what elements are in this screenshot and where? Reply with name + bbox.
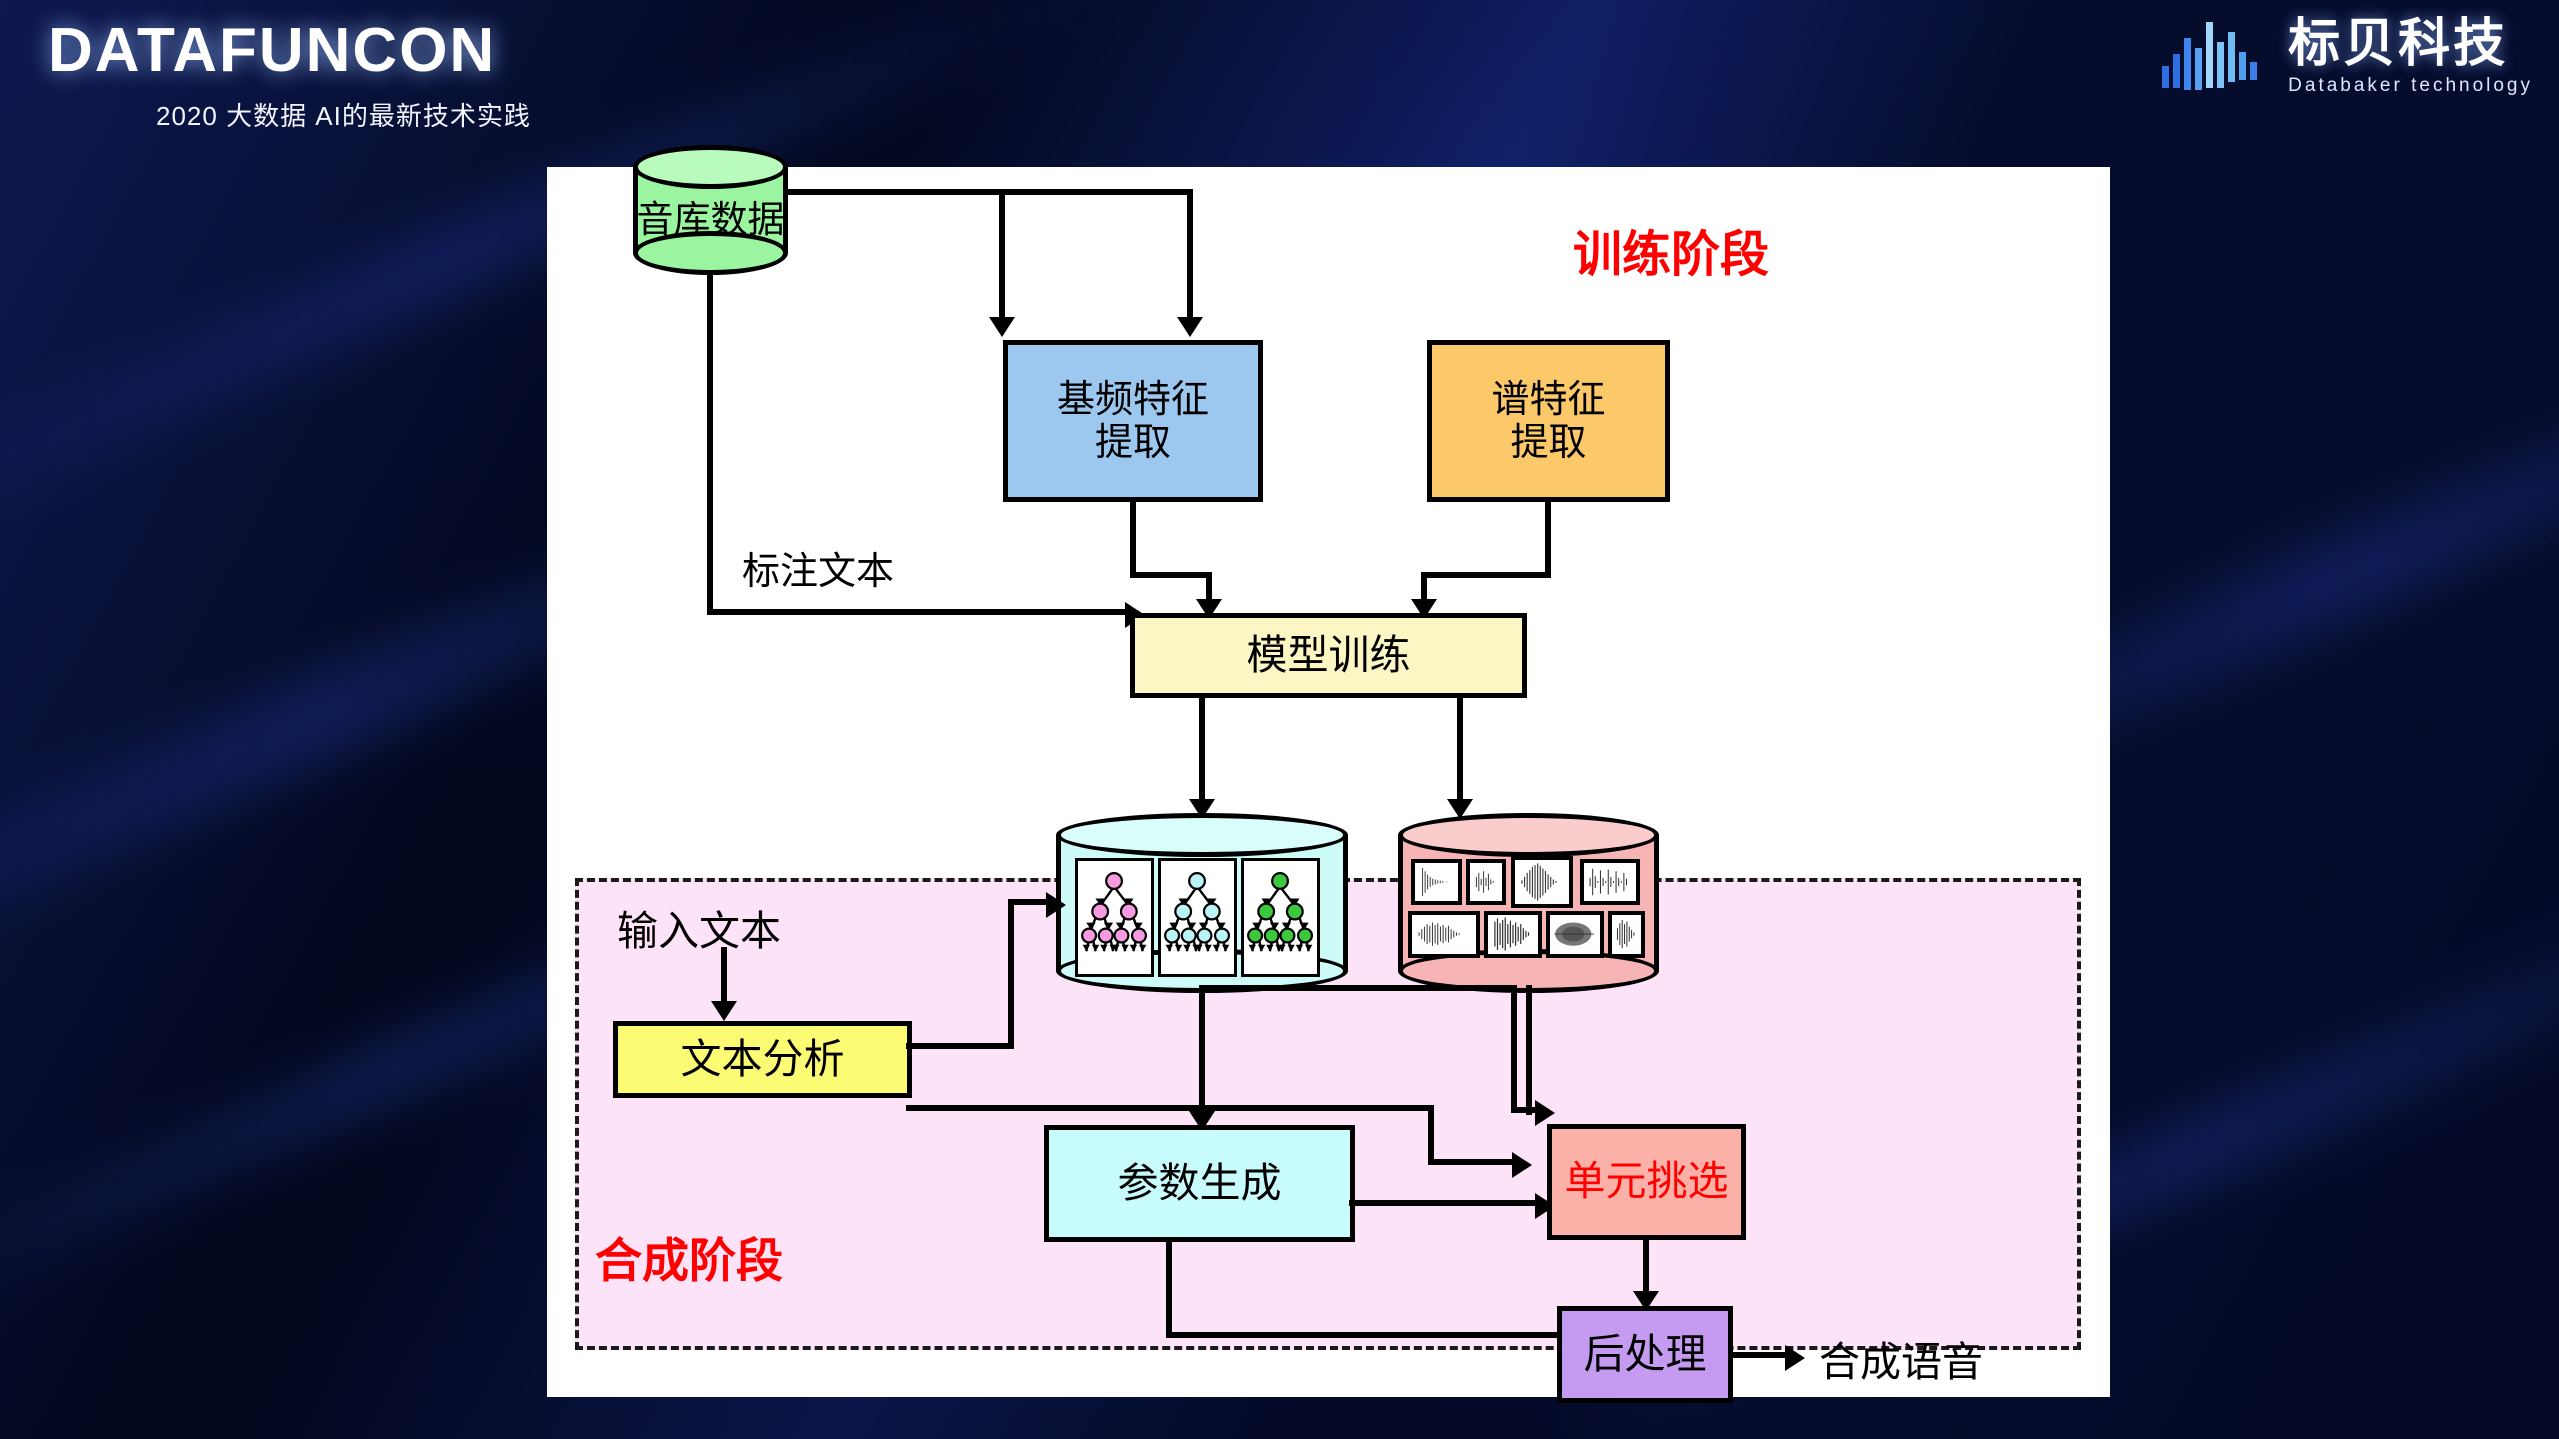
conference-title: DATAFUNCON — [48, 16, 497, 85]
post-processing-box: 后处理 — [1557, 1306, 1733, 1403]
edge-labeledtext-to-train — [707, 609, 1131, 615]
audio-waveform-icon — [2162, 22, 2258, 90]
edge-f0-into-train — [1206, 572, 1212, 605]
edge-spec-left — [1421, 572, 1551, 578]
brand-name-cn: 标贝科技 — [2288, 15, 2509, 73]
spec-label-line2: 提取 — [1510, 420, 1587, 464]
f0-feature-extraction-box: 基频特征 提取 — [1003, 340, 1263, 502]
parameter-generation-box: 参数生成 — [1044, 1125, 1355, 1242]
edge-treedb-down-unitsel — [1511, 985, 1517, 1113]
arrowhead-wavedb — [1447, 799, 1473, 819]
edge-treedb-to-paramgen — [1199, 985, 1205, 1117]
text-analysis-box: 文本分析 — [613, 1021, 912, 1098]
brand-text: 标贝科技 Databaker technology — [2288, 18, 2533, 97]
waveform-thumbnail — [1408, 911, 1480, 958]
diagram-canvas: 训练阶段 音库数据 标注文本 基频特征 提取 谱特征 提取 — [547, 145, 2110, 1403]
edge-textanalysis-to-treedb — [1008, 899, 1050, 905]
audio-database-label: 音库数据 — [636, 198, 785, 241]
edge-f0-down — [1130, 502, 1136, 578]
model-training-box: 模型训练 — [1130, 613, 1527, 698]
decision-tree-pink — [1081, 872, 1148, 952]
brand-name-en: Databaker technology — [2288, 75, 2533, 96]
decision-tree-pink-panel — [1075, 858, 1154, 977]
edge-treedb-to-unitsel — [1511, 1107, 1539, 1113]
edge-inputtext-down — [721, 947, 727, 1007]
arrowhead-treedb-left — [1046, 892, 1066, 918]
edge-audiodb-to-extract — [785, 189, 1193, 195]
edge-paramgen-to-unitsel — [1349, 1200, 1539, 1206]
edge-f0-right — [1130, 572, 1212, 578]
arrowhead-to-spec — [1177, 317, 1203, 337]
edge-treedb-right — [1199, 985, 1517, 991]
edge-paramgen-down — [1166, 1242, 1172, 1338]
edge-unitsel-to-post — [1643, 1240, 1649, 1297]
decision-tree-cyan-panel — [1158, 858, 1237, 977]
edge-textanalysis-to-unitsel-v — [1428, 1105, 1434, 1165]
unit-selection-box: 单元挑选 — [1547, 1124, 1746, 1240]
edge-train-to-wavedb — [1457, 698, 1463, 805]
input-text-label: 输入文本 — [617, 907, 781, 955]
training-stage-label: 训练阶段 — [1573, 226, 1770, 283]
waveform-thumbnail — [1466, 859, 1506, 905]
arrowhead-textanalysis — [711, 1001, 737, 1021]
edge-post-to-output — [1733, 1352, 1790, 1358]
spectral-feature-extraction-box: 谱特征 提取 — [1427, 340, 1670, 502]
waveform-thumbnail — [1580, 859, 1640, 905]
arrowhead-output — [1785, 1345, 1805, 1371]
synthesized-speech-label: 合成语音 — [1819, 1338, 1983, 1386]
f0-label-line2: 提取 — [1094, 420, 1171, 464]
edge-train-to-treedb — [1199, 698, 1205, 805]
waveform-thumbnail — [1484, 911, 1542, 958]
edge-audiodb-to-spec — [1187, 189, 1193, 319]
edge-spec-into-train — [1421, 572, 1427, 605]
decision-tree-green-panel — [1241, 858, 1320, 977]
edge-spec-down — [1545, 502, 1551, 578]
edge-audiodb-down — [707, 275, 713, 615]
labeled-text-label: 标注文本 — [742, 549, 895, 593]
audio-database-cylinder: 音库数据 — [633, 145, 788, 275]
f0-label-line1: 基频特征 — [1056, 377, 1209, 422]
waveform-thumbnail — [1411, 859, 1462, 905]
waveform-database-cylinder — [1398, 813, 1659, 993]
synthesis-stage-label: 合成阶段 — [595, 1234, 783, 1289]
arrowhead-unitsel-1 — [1535, 1100, 1555, 1126]
waveform-thumbnail — [1511, 856, 1573, 908]
decision-tree-database-cylinder — [1056, 813, 1348, 993]
edge-textanalysis-to-unitsel-h — [906, 1105, 1434, 1111]
edge-textanalysis-to-unitsel-h2 — [1428, 1159, 1516, 1165]
edge-textanalysis-up — [1008, 899, 1014, 1049]
conference-subtitle: 2020 大数据 AI的最新技术实践 — [156, 101, 531, 131]
edge-audiodb-to-f0 — [999, 189, 1005, 319]
edge-textanalysis-right — [906, 1043, 1014, 1049]
arrowhead-to-f0 — [989, 317, 1015, 337]
edge-wavedb-to-unitsel — [1526, 985, 1532, 1115]
arrowhead-unitsel-2 — [1512, 1152, 1532, 1178]
spec-label-line1: 谱特征 — [1491, 377, 1606, 422]
decision-tree-green — [1247, 872, 1314, 952]
edge-paramgen-to-post — [1166, 1332, 1647, 1338]
waveform-thumbnail — [1546, 911, 1604, 958]
waveform-thumbnail — [1608, 911, 1645, 958]
brand-logo: 标贝科技 Databaker technology — [2160, 18, 2533, 97]
decision-tree-cyan — [1164, 872, 1231, 952]
